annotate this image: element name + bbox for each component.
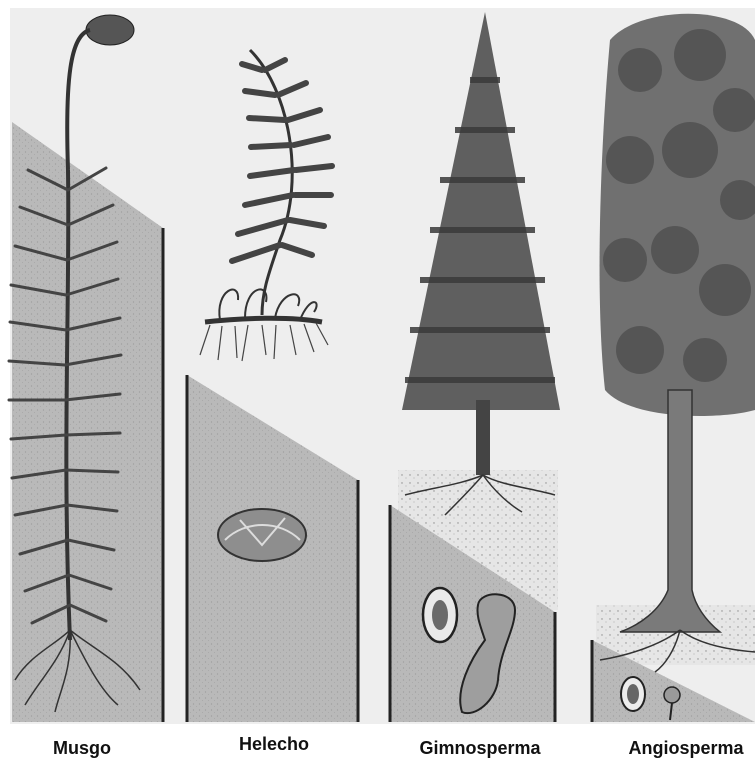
label-angiosperma: Angiosperma — [628, 738, 743, 759]
seed-icon — [423, 588, 457, 642]
label-helecho: Helecho — [239, 734, 309, 755]
angiosperm-seed-icon — [621, 677, 645, 711]
column-angiosperma — [592, 14, 755, 722]
prothallus-icon — [218, 509, 306, 561]
moss-capsule — [86, 15, 134, 45]
label-musgo: Musgo — [53, 738, 111, 759]
label-gimnosperma: Gimnosperma — [419, 738, 540, 759]
